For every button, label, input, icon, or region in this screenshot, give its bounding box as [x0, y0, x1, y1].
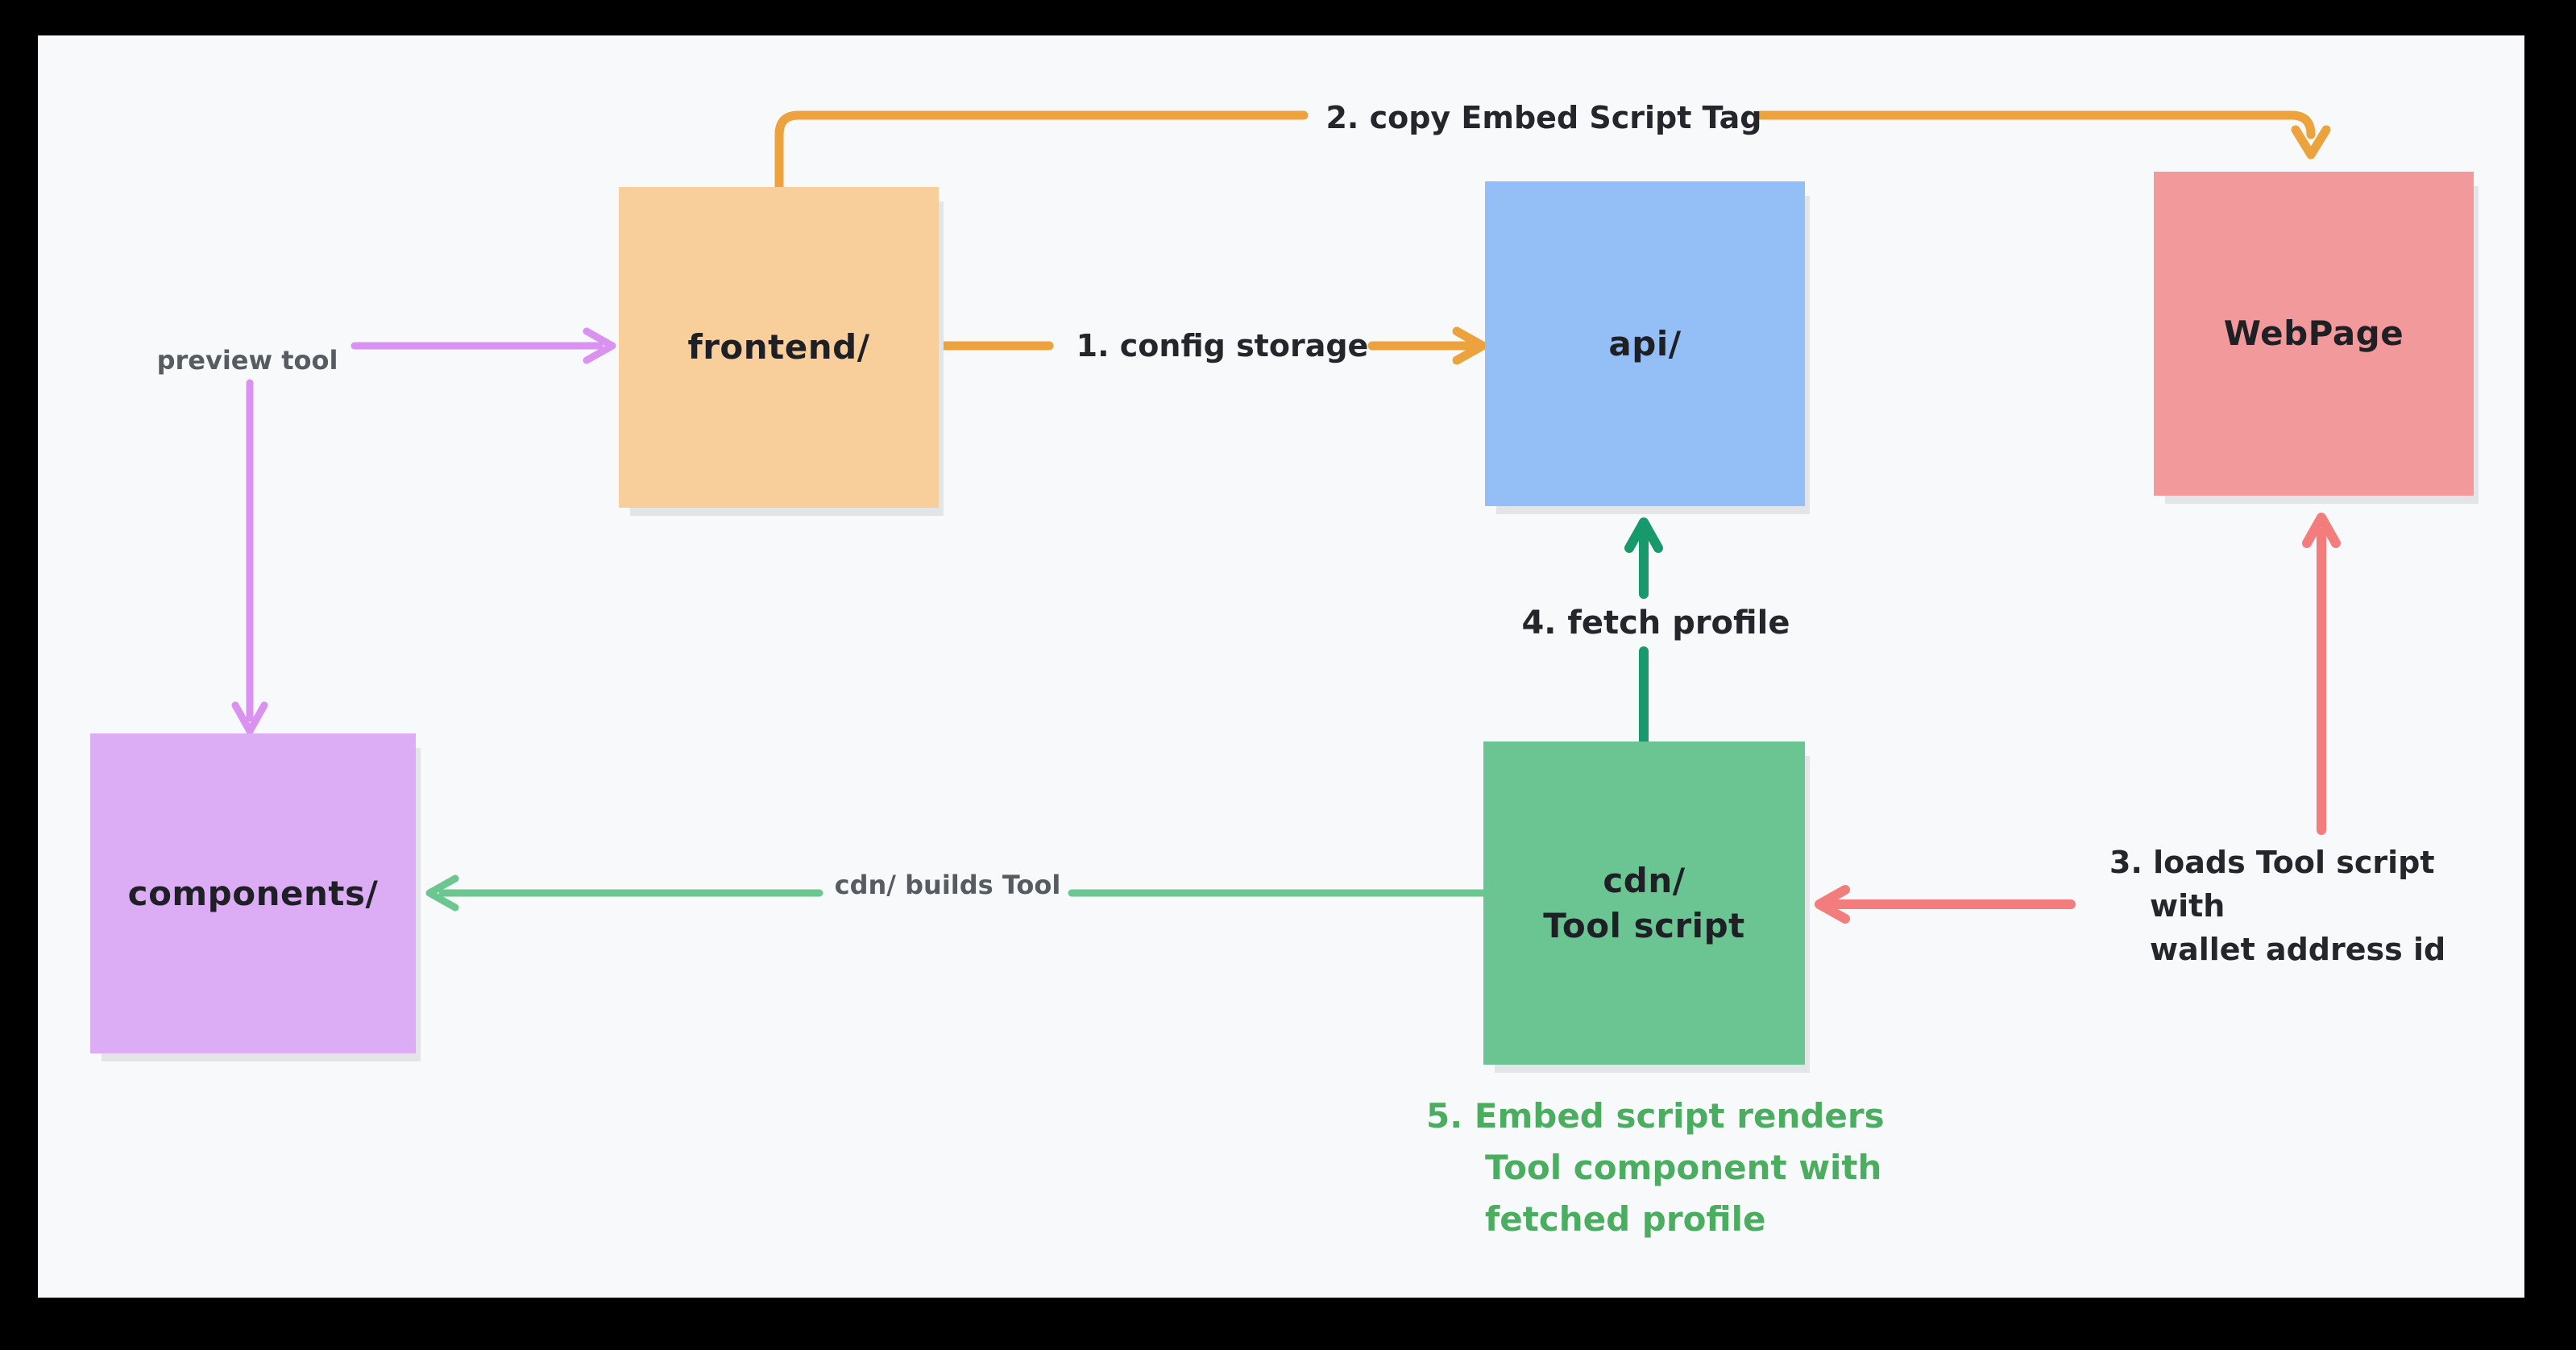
node-cdn-label: cdn/Tool script — [1543, 858, 1744, 949]
edge-config-storage-label[interactable]: 1. config storage — [1076, 328, 1369, 363]
annotation-step5[interactable]: 5. Embed script renders Tool component w… — [1426, 1090, 1885, 1245]
edge-loads-tool-label[interactable]: 3. loads Tool script with wallet address… — [2109, 841, 2445, 971]
edge-loads-tool-label-line3: wallet address id — [2150, 932, 2446, 967]
edge-copy-embed-arrow[interactable] — [774, 110, 2331, 192]
node-cdn[interactable]: cdn/Tool script — [1483, 741, 1805, 1065]
connector-layer — [231, 110, 2341, 924]
node-components[interactable]: components/ — [90, 733, 416, 1053]
node-cdn-label-line2: Tool script — [1543, 905, 1745, 945]
edge-preview-tool-label[interactable]: preview tool — [156, 345, 338, 376]
edge-config-storage-arrow[interactable] — [934, 326, 1487, 365]
annotation-step5-line3: fetched profile — [1485, 1199, 1766, 1239]
edge-loads-tool-label-line1: 3. loads Tool script — [2109, 845, 2435, 880]
node-cdn-label-line1: cdn/ — [1603, 860, 1686, 900]
edge-fetch-profile-arrow[interactable] — [1624, 517, 1663, 746]
node-components-label: components/ — [127, 873, 379, 913]
edge-copy-embed-label[interactable]: 2. copy Embed Script Tag — [1325, 100, 1762, 135]
node-api[interactable]: api/ — [1485, 181, 1805, 506]
edge-loads-tool-arrow[interactable] — [1815, 513, 2341, 924]
node-webpage[interactable]: WebPage — [2154, 172, 2474, 496]
annotation-step5-line1: 5. Embed script renders — [1426, 1096, 1885, 1136]
edge-fetch-profile-label[interactable]: 4. fetch profile — [1521, 604, 1790, 642]
node-api-label: api/ — [1608, 323, 1682, 363]
node-frontend-label: frontend/ — [687, 327, 870, 367]
node-webpage-label: WebPage — [2223, 314, 2404, 353]
edge-cdn-builds-label[interactable]: cdn/ builds Tool — [834, 870, 1061, 900]
node-frontend[interactable]: frontend/ — [619, 187, 939, 508]
edge-cdn-builds-arrow[interactable] — [425, 874, 1487, 912]
edge-preview-tool-arrow[interactable] — [231, 327, 616, 735]
annotation-step5-line2: Tool component with — [1485, 1148, 1882, 1187]
edge-loads-tool-label-line2: with — [2150, 888, 2225, 924]
whiteboard-canvas[interactable]: frontend/ api/ WebPage components/ cdn/T… — [38, 35, 2524, 1298]
